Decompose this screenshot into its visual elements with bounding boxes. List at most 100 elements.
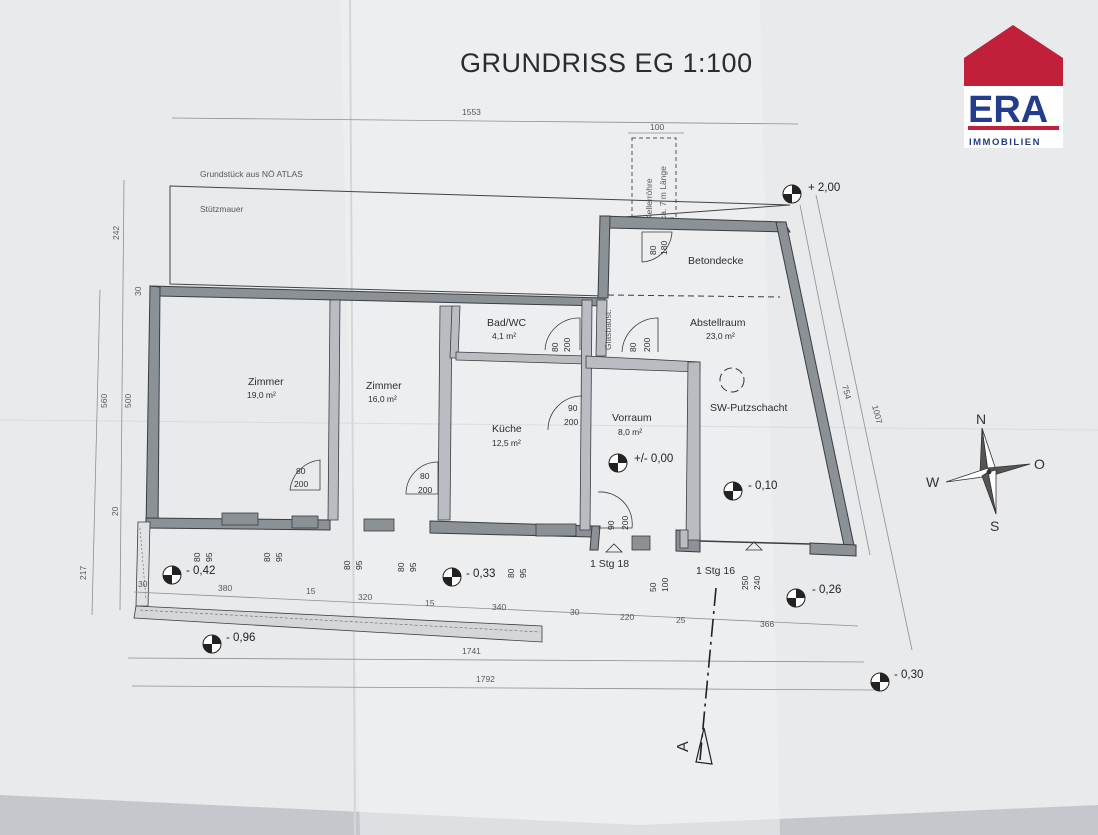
sw-shaft-symbol [719, 367, 745, 393]
door-size-w-6: 90 [606, 520, 616, 530]
compass-o: O [1034, 456, 1045, 472]
level-2: +/- 0,00 [634, 453, 673, 465]
room-vorraum: Vorraum 8,0 m² [612, 412, 652, 437]
window-w-4: 80 [396, 562, 406, 572]
dim-bottom-4: 320 [358, 592, 372, 602]
svg-text:16,0 m²: 16,0 m² [368, 394, 397, 404]
door-size-h-4: 200 [642, 338, 652, 352]
svg-text:Abstellraum: Abstellraum [690, 317, 746, 329]
door-size-h-3: 200 [562, 338, 572, 352]
svg-text:19,0 m²: 19,0 m² [247, 390, 276, 400]
dim-bottom-9: 25 [676, 615, 686, 625]
door-size-w-4: 80 [628, 342, 638, 352]
window-w-3: 80 [342, 560, 352, 570]
door-size-h-7: 180 [659, 241, 669, 255]
compass-n: N [976, 411, 986, 427]
svg-text:Zimmer: Zimmer [366, 380, 402, 392]
level-6: - 0,26 [812, 584, 841, 596]
stairs-label-1: 1 Stg 18 [590, 558, 629, 570]
compass-w: W [926, 474, 940, 490]
era-logo-roof [964, 25, 1063, 86]
dim-total-1: 1741 [462, 646, 481, 656]
plan-title: GRUNDRISS EG 1:100 [460, 48, 753, 78]
note-cellar-pipe: Kellerröhre [644, 178, 654, 220]
compass-s: S [990, 518, 999, 534]
section-line [699, 587, 717, 761]
window-w-2: 80 [262, 552, 272, 562]
note-cellar-pipe-length: ca. 7 m Länge [658, 166, 668, 220]
door-size-w-2: 80 [420, 471, 430, 481]
level-1: + 2,00 [808, 182, 840, 194]
svg-text:23,0 m²: 23,0 m² [706, 331, 735, 341]
dim-right-1: 754 [840, 384, 853, 401]
door-size-h-6: 200 [620, 516, 630, 530]
door-size-h-2: 200 [418, 485, 432, 495]
dim-top-pipe: 100 [650, 122, 664, 132]
section-mark-a: A [675, 741, 692, 752]
window-h-2: 95 [274, 552, 284, 562]
room-zimmer-1: Zimmer 19,0 m² [247, 376, 284, 400]
dim-right-2: 1007 [870, 404, 885, 425]
window-h-4: 95 [408, 562, 418, 572]
door-size-w-7: 80 [648, 245, 658, 255]
dim-bottom-1: 30 [138, 579, 148, 589]
level-4: - 0,42 [186, 565, 215, 577]
window-h-1: 95 [204, 552, 214, 562]
note-plot-source: Grundstück aus NÖ ATLAS [200, 169, 303, 179]
era-logo-brand: ERA [968, 89, 1048, 131]
dim-total-2: 1792 [476, 674, 495, 684]
dim-left-6: 217 [78, 566, 88, 580]
dim-bottom-6: 340 [492, 602, 506, 612]
svg-text:Vorraum: Vorraum [612, 412, 652, 424]
dim-bottom-8: 220 [620, 612, 634, 622]
room-kueche: Küche 12,5 m² [492, 423, 522, 448]
window-h-5: 95 [518, 568, 528, 578]
window-h-3: 95 [354, 560, 364, 570]
svg-text:Zimmer: Zimmer [248, 376, 284, 388]
era-logo-sub: IMMOBILIEN [969, 137, 1041, 148]
window-w-6: 50 [648, 582, 658, 592]
dim-left-1: 242 [111, 226, 121, 240]
room-zimmer-2: Zimmer 16,0 m² [366, 380, 402, 404]
window-h-7: 240 [752, 576, 762, 590]
dim-left-2: 30 [133, 286, 143, 296]
stairs-label-2: 1 Stg 16 [696, 565, 735, 577]
dim-left-5: 20 [110, 506, 120, 516]
dim-bottom-5: 15 [425, 598, 435, 608]
dim-bottom-3: 15 [306, 586, 316, 596]
svg-text:4,1 m²: 4,1 m² [492, 331, 516, 341]
sw-shaft-label: SW-Putzschacht [710, 402, 787, 414]
window-h-6: 100 [660, 578, 670, 592]
door-size-w-5: 90 [568, 403, 578, 413]
note-betondecke: Betondecke [688, 255, 744, 267]
level-5: - 0,33 [466, 568, 495, 580]
dim-bottom-2: 380 [218, 583, 232, 593]
door-size-h-1: 200 [294, 479, 308, 489]
dim-left-4: 500 [123, 394, 133, 408]
door-size-h-5: 200 [564, 417, 578, 427]
window-w-5: 80 [506, 568, 516, 578]
dim-bottom-10: 366 [760, 619, 774, 629]
svg-text:12,5 m²: 12,5 m² [492, 438, 521, 448]
note-retaining-wall: Stützmauer [200, 204, 244, 214]
note-glass-brick: Glasbaust. [603, 309, 613, 350]
dim-left-3: 560 [99, 394, 109, 408]
dim-bottom-7: 30 [570, 607, 580, 617]
door-size-w-3: 80 [550, 342, 560, 352]
svg-text:8,0 m²: 8,0 m² [618, 427, 642, 437]
level-3: - 0,10 [748, 480, 777, 492]
interior-walls [327, 299, 701, 549]
window-w-7: 250 [740, 576, 750, 590]
svg-text:Küche: Küche [492, 423, 522, 435]
window-w-1: 80 [192, 552, 202, 562]
level-markers: + 2,00 +/- 0,00 - 0,10 - 0,42 - 0,33 - 0… [162, 182, 923, 692]
level-7: - 0,96 [226, 632, 255, 644]
svg-text:Bad/WC: Bad/WC [487, 317, 527, 329]
level-8: - 0,30 [894, 669, 923, 681]
compass-rose [945, 427, 1031, 515]
era-logo: ERA IMMOBILIEN [964, 25, 1063, 148]
room-abstellraum: Abstellraum 23,0 m² [690, 317, 746, 341]
door-size-w-1: 80 [296, 466, 306, 476]
